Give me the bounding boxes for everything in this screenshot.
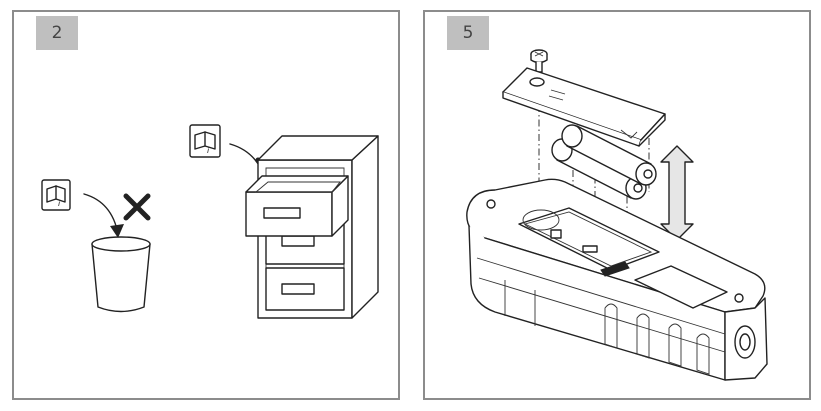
svg-text:i: i	[58, 199, 61, 208]
step-number-badge: 2	[36, 16, 78, 50]
screw-icon	[530, 49, 548, 73]
step-number-badge: 5	[447, 16, 489, 50]
step-2-illustration: i i	[41, 124, 379, 319]
double-arrow-icon	[660, 145, 694, 241]
instruction-panel-step-5: 5	[423, 10, 811, 400]
battery-cover	[502, 67, 666, 147]
cross-mark-icon	[123, 193, 151, 221]
instruction-panel-step-2: 2 i i	[12, 10, 400, 400]
laser-distance-meter	[466, 178, 768, 381]
arrow-head	[110, 224, 124, 238]
step-5-illustration	[466, 49, 768, 381]
svg-text:i: i	[207, 146, 210, 155]
filing-cabinet	[245, 135, 379, 319]
batteries	[551, 124, 657, 200]
manual-book-icon: i	[41, 179, 71, 211]
manual-book-icon: i	[189, 124, 221, 158]
waste-bin	[91, 236, 151, 313]
